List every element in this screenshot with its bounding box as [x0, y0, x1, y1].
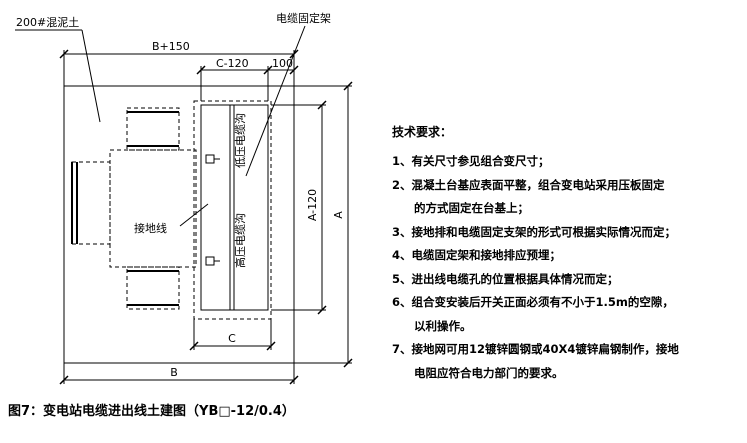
- requirement-continuation: 以利操作。: [414, 318, 472, 333]
- figure-caption: 图7：变电站电缆进出线土建图（YB□-12/0.4）: [8, 404, 295, 419]
- requirement-continuation: 的方式固定在台基上；: [414, 201, 529, 215]
- requirement-item: 以利操作。: [392, 315, 744, 339]
- dim-b: B: [170, 366, 178, 379]
- dim-a-minus-120: A-120: [306, 189, 319, 221]
- top-stand-outline: [126, 107, 180, 151]
- requirement-item: 5、进出线电缆孔的位置根据具体情况而定；: [392, 271, 619, 286]
- bottom-stand-outline: [126, 266, 180, 310]
- requirement-item: 6、组合变安装后开关正面必须有不小于1.5m的空隙，: [392, 295, 674, 309]
- dim-b-plus-150: B+150: [152, 40, 190, 53]
- label-lv-trench: 低压电缆沟: [234, 113, 247, 168]
- requirement-item: 电阻应符合电力部门的要求。: [392, 362, 744, 386]
- requirement-item: 的方式固定在台基上；: [392, 197, 744, 221]
- dim-100: 100: [272, 57, 293, 70]
- label-hv-trench: 高压电缆沟: [233, 213, 247, 268]
- requirements-list: 1、有关尺寸参见组合变尺寸； 2、混凝土台基应表面平整，组合变电站采用压板固定 …: [392, 150, 744, 385]
- ground-leader: [179, 203, 209, 227]
- requirement-continuation: 电阻应符合电力部门的要求。: [414, 365, 564, 380]
- dim-a: A: [332, 211, 345, 219]
- requirement-item: 1、有关尺寸参见组合变尺寸；: [392, 154, 550, 168]
- soil-leader: [81, 29, 101, 123]
- requirement-item: 3、接地排和电缆固定支架的形式可根据实际情况而定；: [392, 224, 676, 239]
- ground-terminal: [205, 154, 215, 164]
- bracket-leader: [245, 25, 306, 177]
- dim-c-minus-120: C-120: [216, 57, 249, 70]
- requirement-item: 7、接地网可用12镀锌圆钢或40X4镀锌扁钢制作，接地: [392, 342, 679, 356]
- label-cable-bracket: 电缆固定架: [276, 11, 331, 25]
- requirement-item: 4、电缆固定架和接地排应预埋；: [392, 248, 561, 262]
- dim-c: C: [228, 332, 236, 345]
- cable-bracket-outline: [193, 100, 272, 320]
- ground-terminal: [205, 256, 215, 266]
- concrete-base: [63, 85, 295, 364]
- transformer-outline: [109, 149, 197, 268]
- requirements-title: 技术要求：: [392, 125, 453, 139]
- label-ground-wire: 接地线: [134, 221, 167, 235]
- dimension-ticks: [59, 49, 353, 385]
- requirement-item: 2、混凝土台基应表面平整，组合变电站采用压板固定: [392, 177, 665, 192]
- label-soil: 200#混泥土: [16, 16, 79, 29]
